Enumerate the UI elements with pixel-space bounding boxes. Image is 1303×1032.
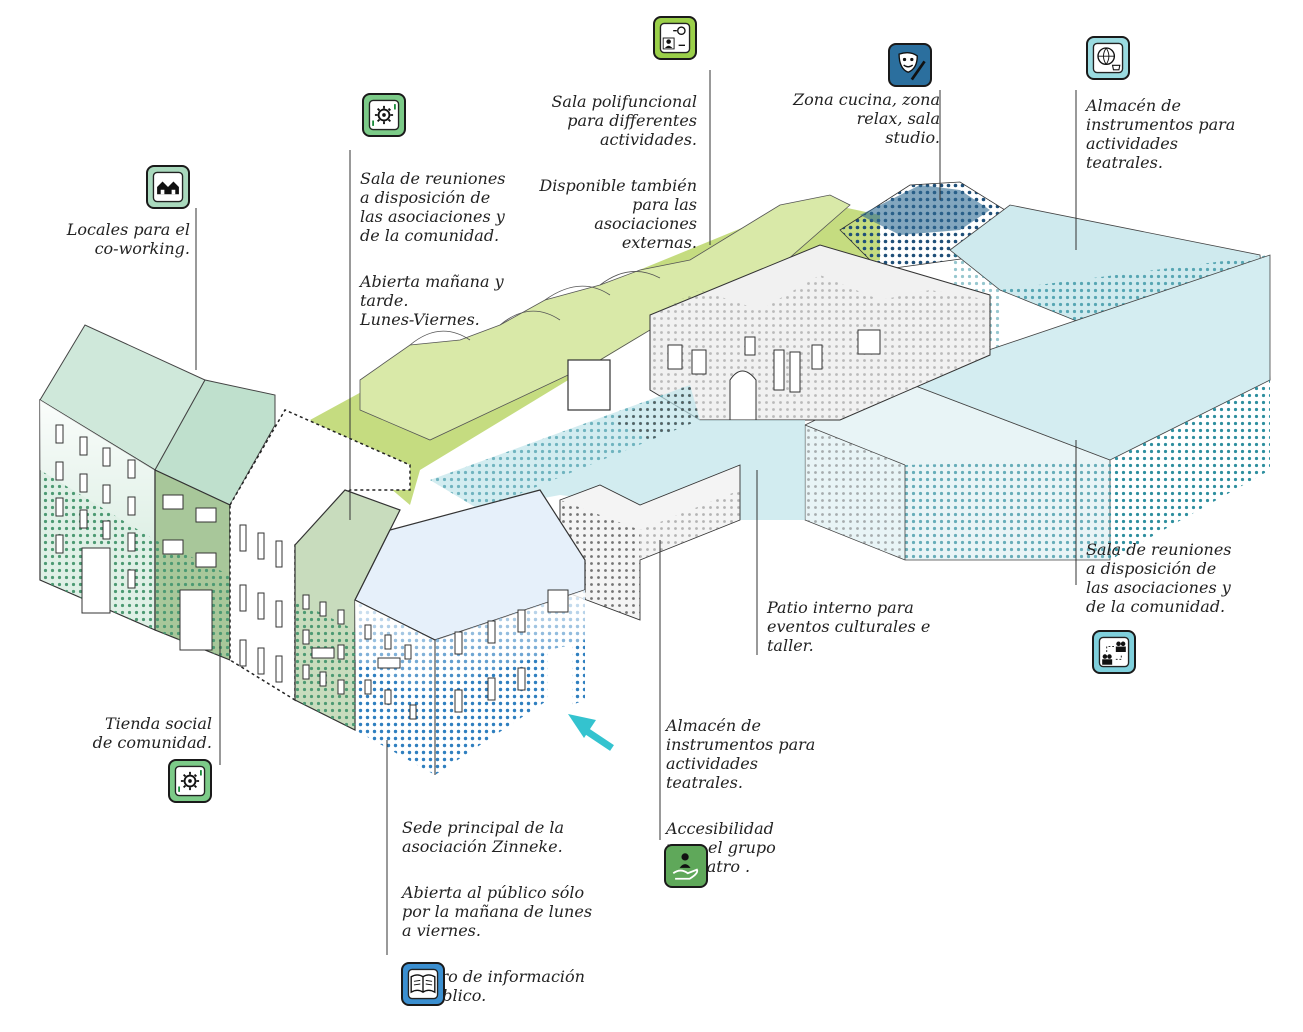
building-diagram [39,70,1271,955]
label-theater-storage-1: Almacén de instrumentos para actividades… [1086,96,1236,172]
zinneke-headquarters [354,489,586,775]
entrance-arrow [568,714,614,751]
community-shop-building [154,469,231,661]
label-meeting-room-1: Sala de reuniones a disposición de las a… [360,150,540,356]
label-meeting-room-1-hours: Abierta mañana y tarde. Lunes-Viernes. [360,272,504,329]
lamp-cup-icon [1086,36,1130,80]
label-theater-storage-2-desc: Almacén de instrumentos para actividades… [666,716,816,792]
label-polifunctional-desc: Sala polifuncional para differentes acti… [551,92,697,149]
theater-mask-brush-icon [888,43,932,87]
hand-person-icon [664,844,708,888]
meeting-room-building [294,489,401,731]
label-meeting-room-2: Sala de reuniones a disposición de las a… [1086,540,1232,616]
people-network-icon [1092,630,1136,674]
label-zinneke-hq-hours: Abierta al público sólo por la mañana de… [402,883,593,940]
label-meeting-room-1-desc: Sala de reuniones a disposición de las a… [360,169,506,245]
label-coworking: Locales para el co-working. [66,220,190,258]
person-gear-swap-icon [653,16,697,60]
central-building [649,244,991,421]
gear-cycle-icon [362,93,406,137]
leader-lines [195,70,1077,955]
storage-building [804,204,1271,561]
label-community-shop: Tienda social de comunidad. [92,714,212,752]
label-zinneke-hq-title: Sede principal de la asociación Zinneke. [402,818,565,856]
label-polifunctional-availability: Disponible también para las asociaciones… [539,176,697,252]
open-book-icon [401,962,445,1006]
polifunctional-hall [310,194,880,505]
coworking-building [39,324,276,631]
houses-icon [146,165,190,209]
label-kitchen: Zona cucina, zona relax, sala studio. [793,90,940,147]
gear-cycle-icon [168,759,212,803]
label-polifunctional: Sala polifuncional para differentes acti… [515,73,697,279]
label-patio: Patio interno para eventos culturales e … [767,598,931,655]
